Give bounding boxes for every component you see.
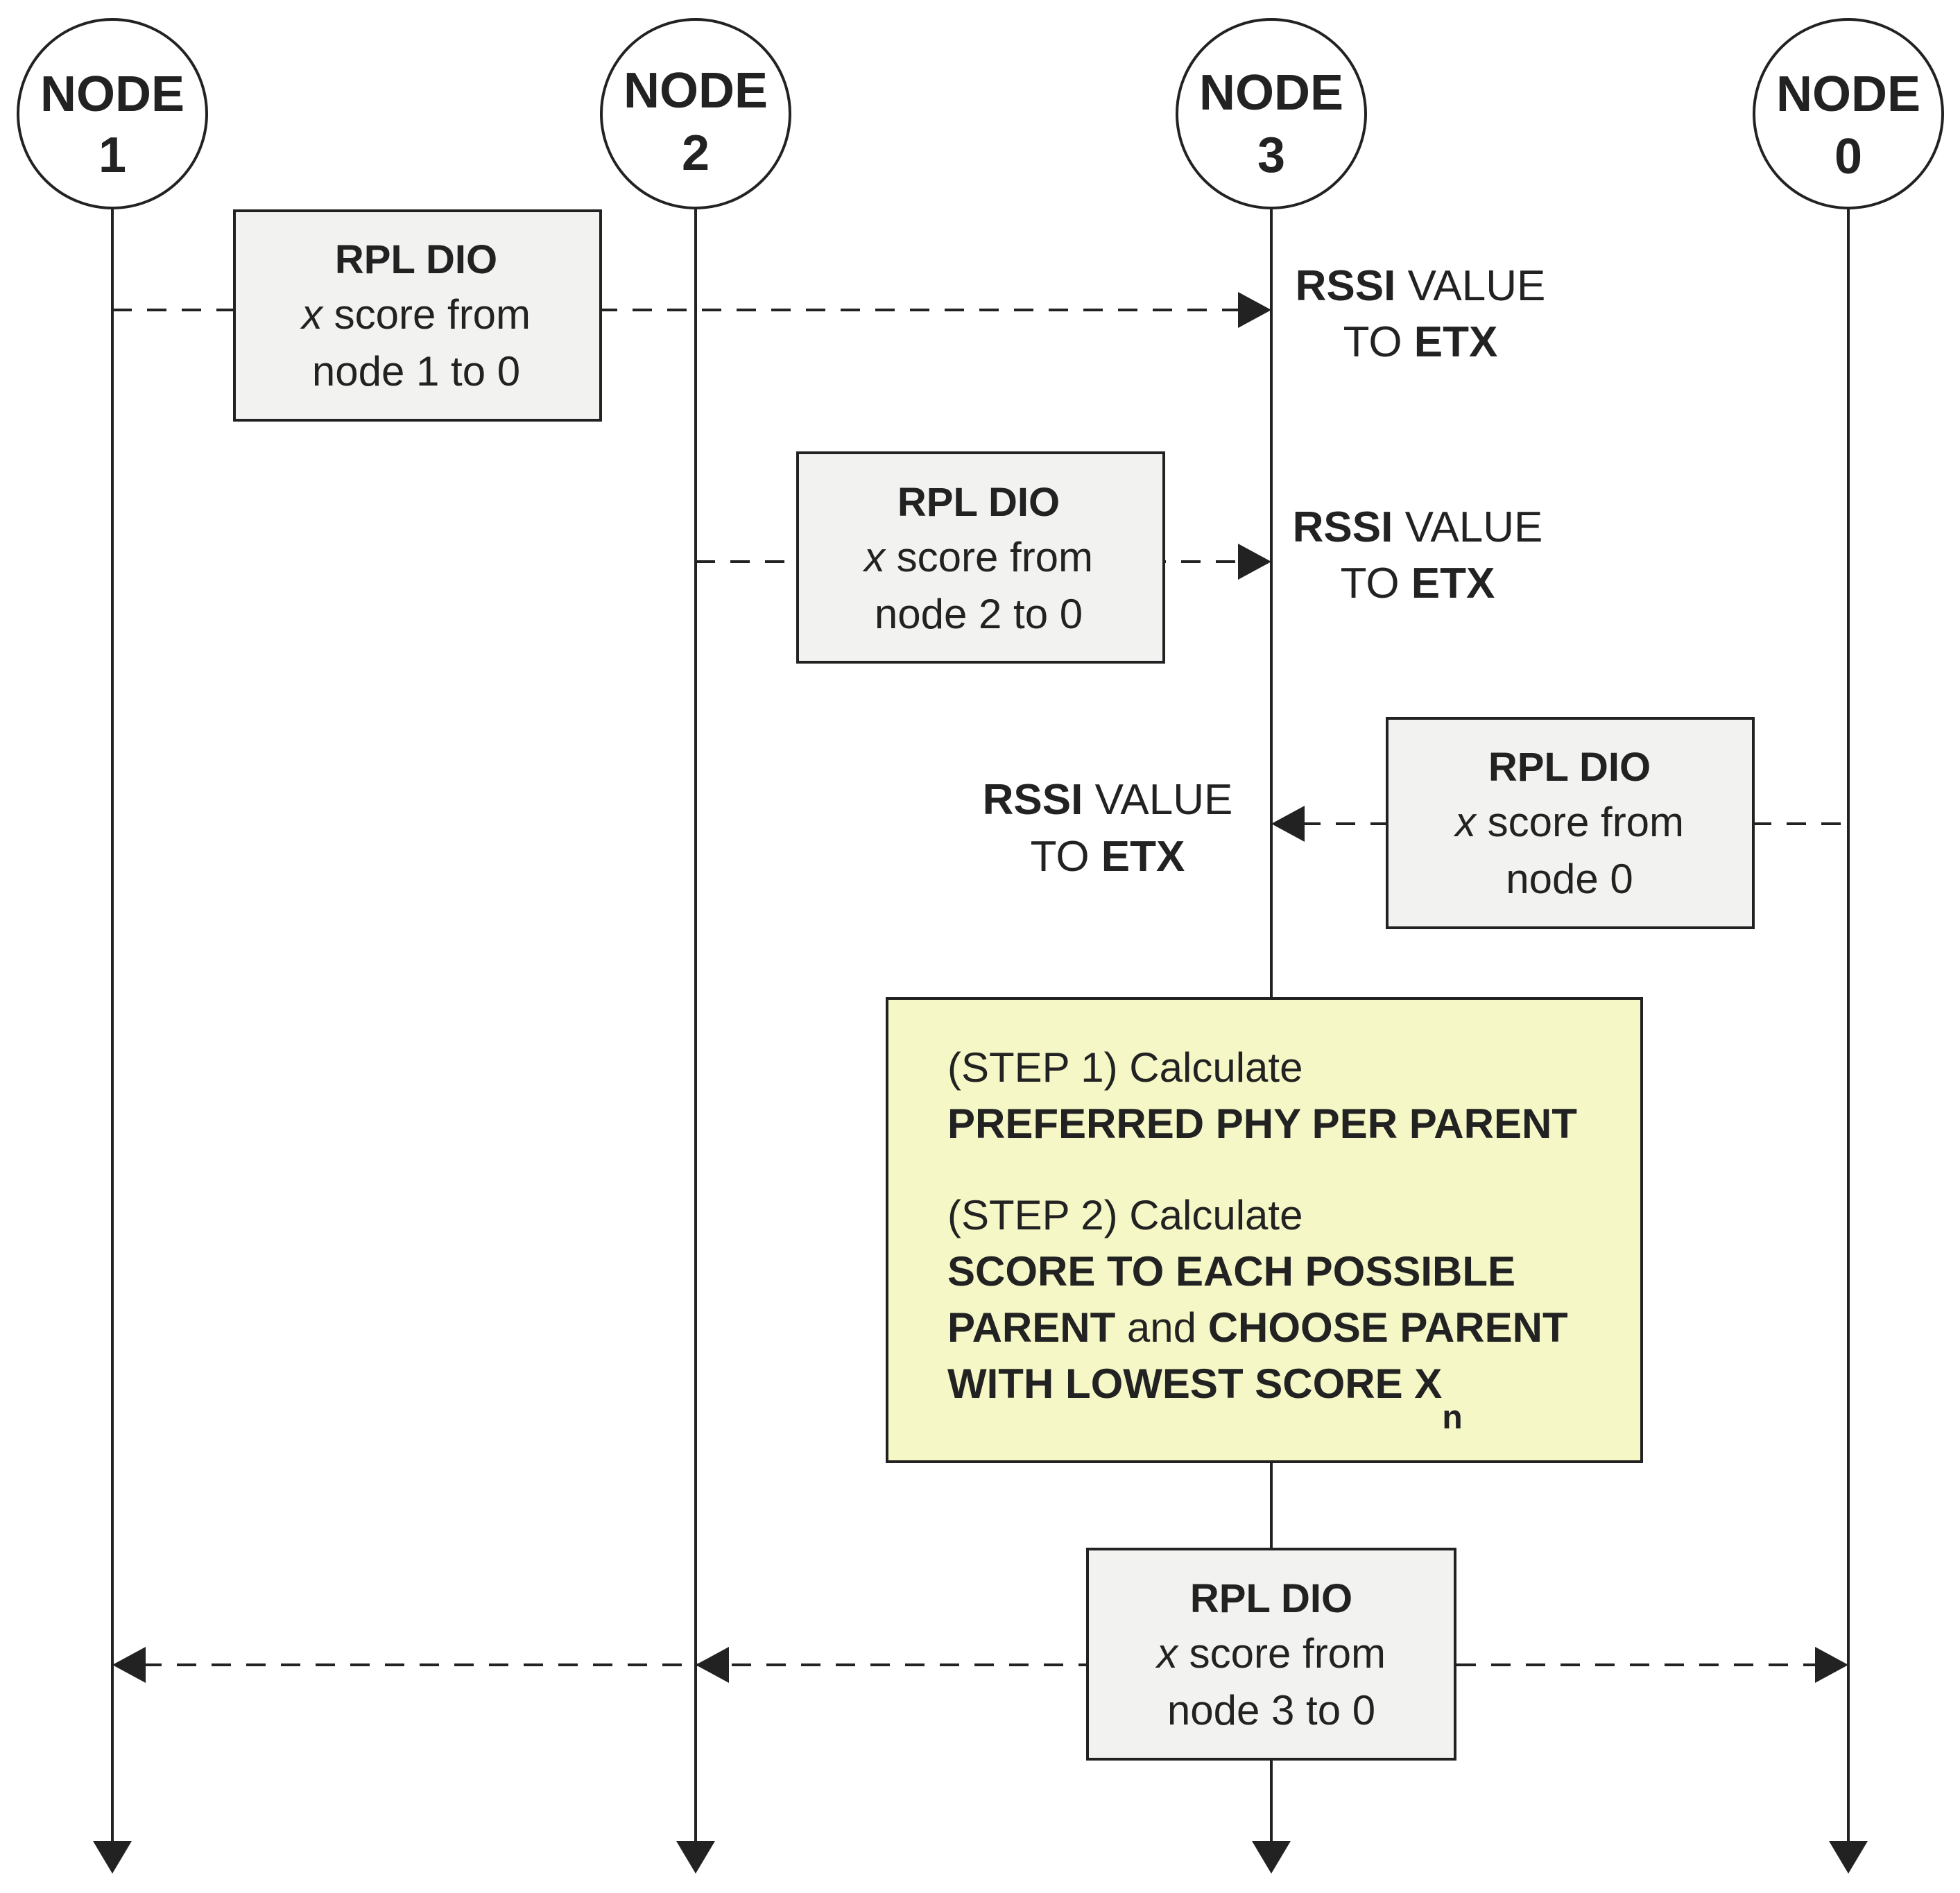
- lifeline-end-arrow-node-1: [93, 1841, 132, 1874]
- lifeline-end-arrow-node-0: [1829, 1841, 1868, 1874]
- svg-text:TO ETX: TO ETX: [1341, 560, 1495, 607]
- message-box-2: RPL DIO x score from node 2 to 0: [796, 451, 1165, 664]
- message-4-line2: x score from: [1155, 1630, 1386, 1677]
- step-1-label: (STEP 1) Calculate: [947, 1044, 1303, 1091]
- node-0: NODE 0: [1753, 18, 1944, 209]
- message-box-3: RPL DIO x score from node 0: [1386, 717, 1755, 929]
- lifeline-end-arrow-node-3: [1252, 1841, 1291, 1874]
- node-1-number: 1: [98, 128, 126, 183]
- message-2-line3: node 2 to 0: [875, 591, 1083, 637]
- step-box: (STEP 1) Calculate PREFERRED PHY PER PAR…: [886, 997, 1643, 1463]
- arrowhead-node2-msg4: [696, 1647, 729, 1683]
- lifeline-end-arrow-node-2: [676, 1841, 715, 1874]
- message-box-4: RPL DIO x score from node 3 to 0: [1086, 1548, 1456, 1761]
- svg-text:RSSI VALUE: RSSI VALUE: [983, 776, 1233, 824]
- step-2-subscript: n: [1442, 1399, 1462, 1436]
- message-2-line2: x score from: [862, 534, 1093, 580]
- svg-text:RSSI VALUE: RSSI VALUE: [1293, 503, 1543, 551]
- step-2-line2: PARENT and CHOOSE PARENT: [947, 1304, 1568, 1351]
- arrowhead-node3-msg2: [1238, 544, 1271, 580]
- node-0-label: NODE: [1776, 67, 1920, 122]
- message-4-title: RPL DIO: [1190, 1576, 1352, 1621]
- rssi-label-2: RSSI VALUE TO ETX: [1293, 503, 1543, 607]
- node-2-number: 2: [682, 126, 710, 181]
- node-0-number: 0: [1834, 129, 1862, 184]
- message-3-title: RPL DIO: [1488, 745, 1651, 790]
- svg-text:TO ETX: TO ETX: [1343, 318, 1498, 366]
- message-1-line2: x score from: [300, 291, 531, 338]
- message-1-line3: node 1 to 0: [312, 348, 520, 395]
- step-2-label: (STEP 2) Calculate: [947, 1192, 1303, 1238]
- arrowhead-node3-msg3: [1271, 806, 1305, 842]
- step-2-bold-line1: SCORE TO EACH POSSIBLE: [947, 1248, 1515, 1295]
- arrowhead-node3-msg1: [1238, 292, 1271, 328]
- svg-text:RSSI VALUE: RSSI VALUE: [1296, 262, 1546, 310]
- node-2-label: NODE: [624, 63, 768, 119]
- arrowhead-node0-msg4: [1815, 1647, 1848, 1683]
- node-3-number: 3: [1257, 128, 1285, 183]
- node-1-label: NODE: [40, 67, 184, 122]
- step-2-line3: WITH LOWEST SCORE Xn: [947, 1360, 1463, 1436]
- message-1-title: RPL DIO: [335, 237, 497, 282]
- svg-text:TO ETX: TO ETX: [1031, 833, 1185, 881]
- rssi-label-3: RSSI VALUE TO ETX: [983, 776, 1233, 881]
- message-3-line2: x score from: [1453, 799, 1684, 845]
- node-2: NODE 2: [600, 18, 791, 209]
- message-4-line3: node 3 to 0: [1167, 1687, 1375, 1734]
- node-3-label: NODE: [1199, 65, 1343, 121]
- message-2-title: RPL DIO: [897, 480, 1060, 525]
- message-3-line3: node 0: [1506, 856, 1633, 902]
- arrowhead-node1-msg4: [112, 1647, 146, 1683]
- rssi-label-1: RSSI VALUE TO ETX: [1296, 262, 1546, 366]
- node-3: NODE 3: [1176, 18, 1367, 209]
- node-1: NODE 1: [17, 18, 208, 209]
- message-box-1: RPL DIO x score from node 1 to 0: [233, 209, 602, 422]
- step-1-bold: PREFERRED PHY PER PARENT: [947, 1100, 1577, 1147]
